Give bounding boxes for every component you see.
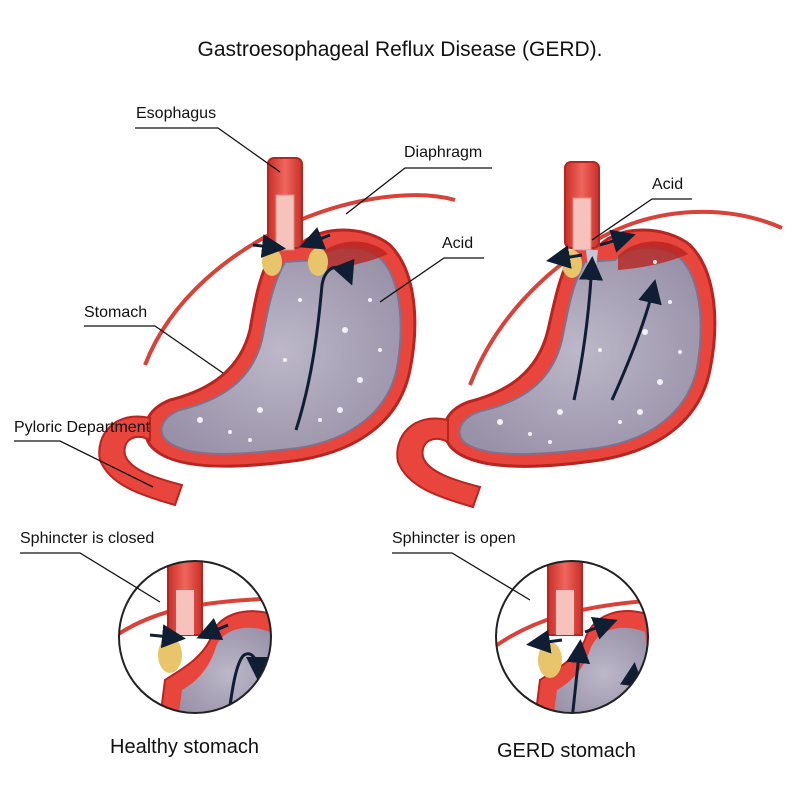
- label-stomach: Stomach: [84, 304, 148, 321]
- leader-stomach: [84, 325, 224, 374]
- leader-acid-left: [379, 257, 484, 303]
- leader-acid-right: [591, 198, 692, 241]
- leader-diaphragm: [345, 167, 492, 215]
- gerd-stomach-illustration: [396, 161, 783, 509]
- label-sphincter-open: Sphincter is open: [392, 530, 516, 547]
- stomach-acid-left: [160, 246, 402, 455]
- label-esophagus: Esophagus: [136, 105, 217, 122]
- detail-open-sphincter: [495, 560, 649, 714]
- leader-lines: [14, 127, 692, 603]
- caption-healthy: Healthy stomach: [110, 736, 259, 758]
- leader-pyloric: [14, 440, 154, 488]
- leader-sphincter-closed: [20, 552, 161, 603]
- pyloric-right: [396, 417, 482, 509]
- label-sphincter-closed: Sphincter is closed: [20, 530, 155, 547]
- label-pyloric: Pyloric Department: [14, 419, 151, 436]
- caption-gerd: GERD stomach: [497, 740, 636, 762]
- label-acid-left: Acid: [442, 235, 474, 252]
- leader-sphincter-open: [392, 552, 531, 601]
- healthy-stomach-illustration: [98, 157, 456, 507]
- detail-closed-sphincter: [118, 560, 272, 714]
- leader-esophagus: [135, 127, 281, 173]
- diagram-title: Gastroesophageal Reflux Disease (GERD).: [197, 38, 603, 61]
- label-diaphragm: Diaphragm: [404, 144, 483, 161]
- label-acid-right: Acid: [652, 176, 684, 193]
- pyloric-left: [98, 415, 184, 507]
